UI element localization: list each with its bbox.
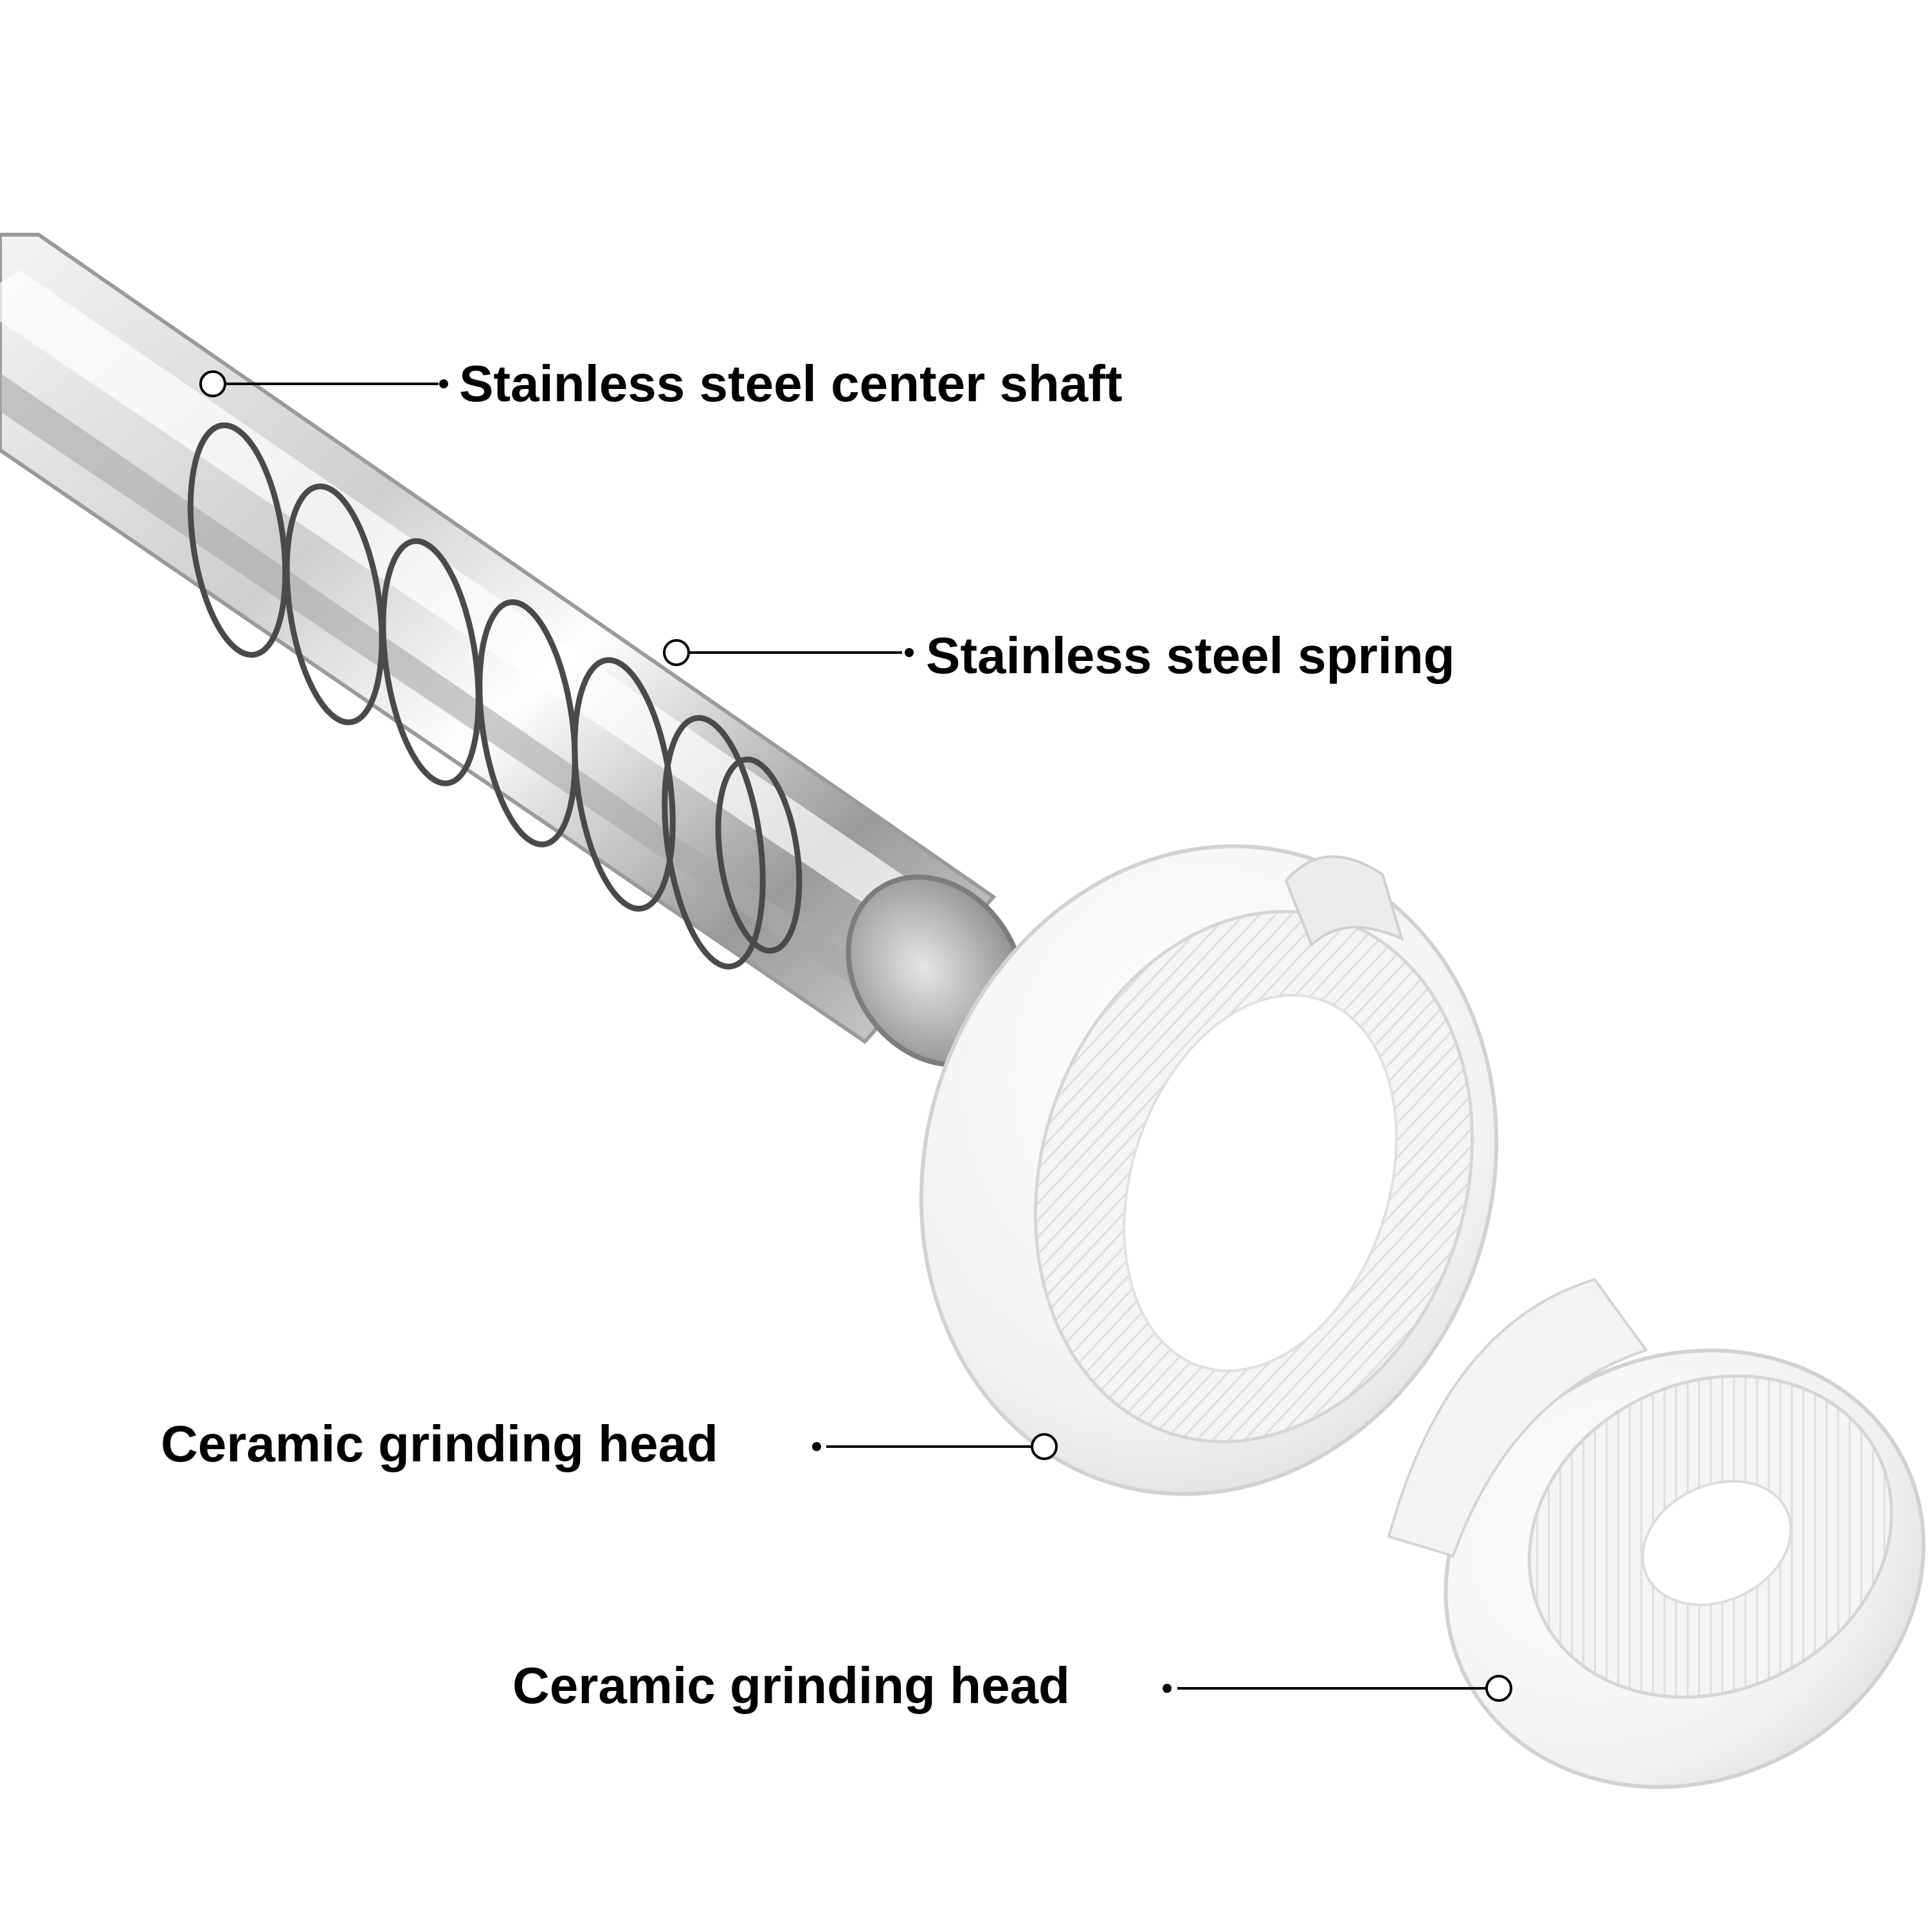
label-spring: Stainless steel spring xyxy=(926,627,1455,684)
label-grinding-head-cone: Ceramic grinding head xyxy=(512,1657,1070,1714)
ceramic-grinding-head-cone xyxy=(1387,1277,1926,1789)
leader-end-circles xyxy=(199,370,1512,1702)
label-grinding-head-outer: Ceramic grinding head xyxy=(161,1415,718,1472)
ceramic-grinding-head-outer xyxy=(919,844,1499,1496)
leader-dots xyxy=(439,379,1172,1693)
label-center-shaft: Stainless steel center shaft xyxy=(459,355,1123,412)
coil-spring xyxy=(187,422,802,970)
leader-lines xyxy=(226,383,1485,1690)
